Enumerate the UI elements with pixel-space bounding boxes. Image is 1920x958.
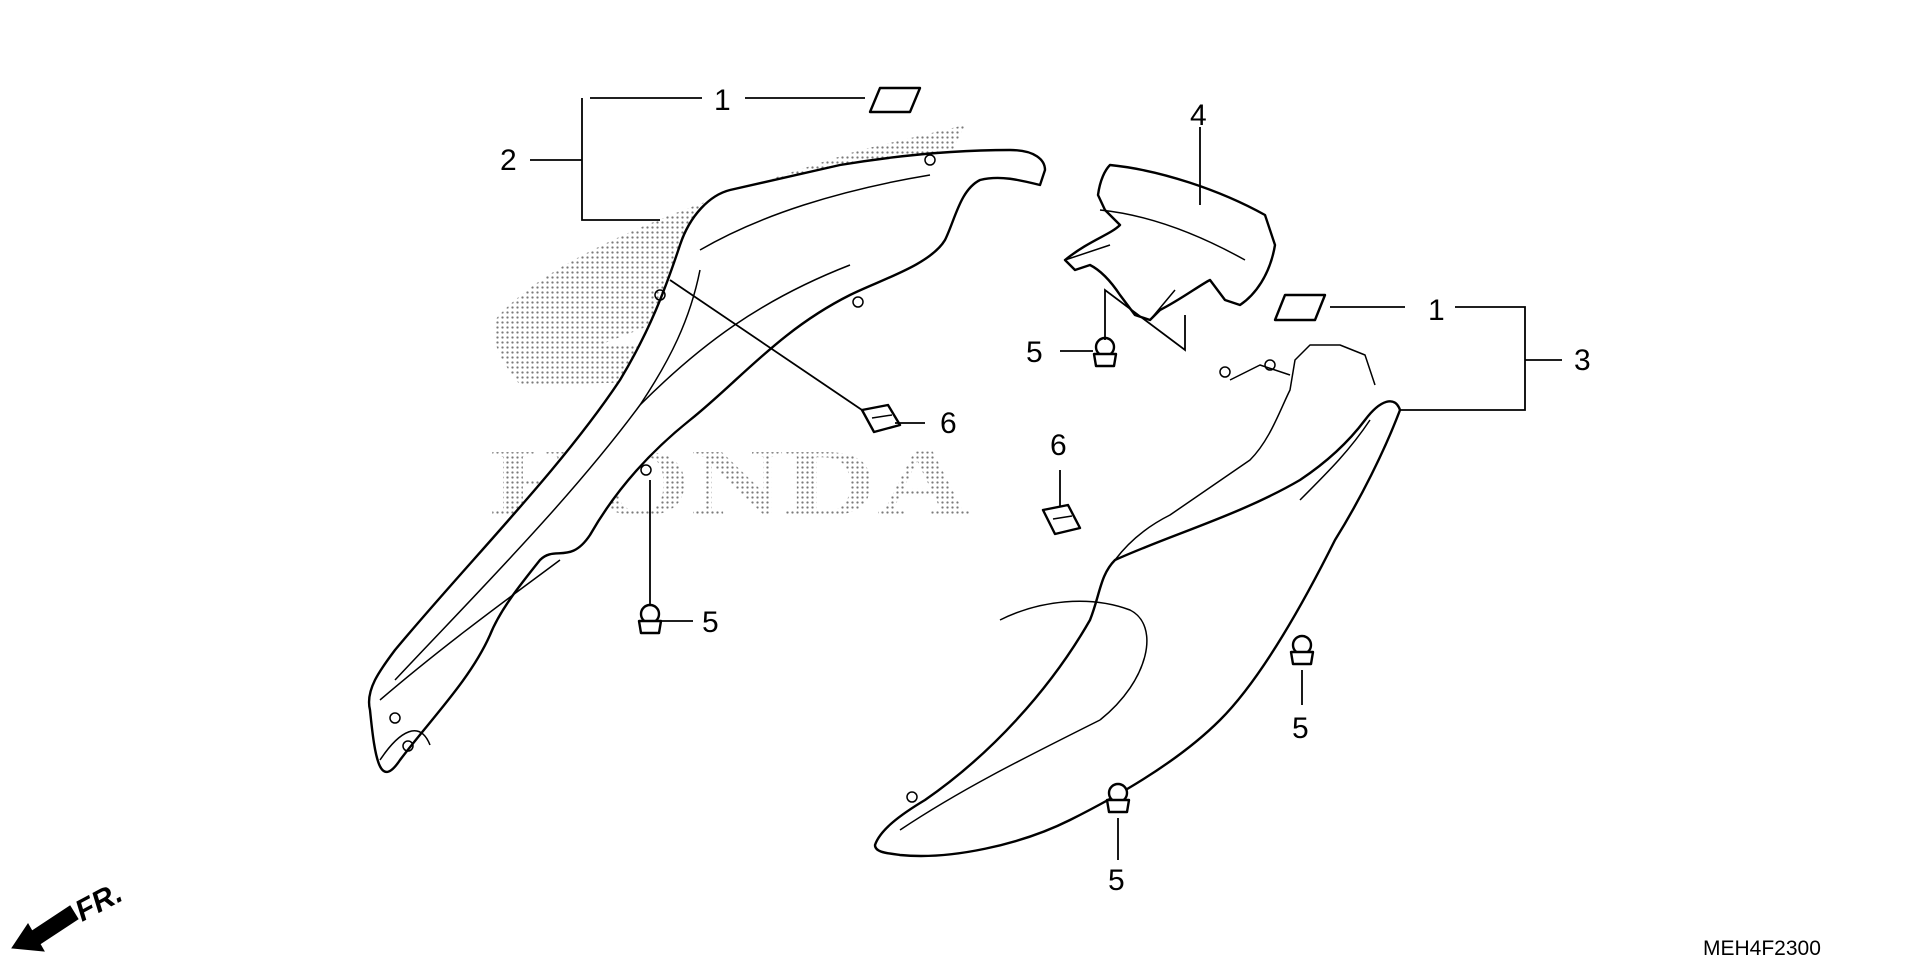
clip-nut-right <box>1041 503 1082 536</box>
callout-5-left: 5 <box>702 606 719 639</box>
emblem-sticker-right <box>1273 293 1327 322</box>
callout-3: 3 <box>1574 344 1591 377</box>
clip-nut-left <box>860 403 902 434</box>
callout-6-left: 6 <box>940 407 957 440</box>
screw-left <box>637 603 663 635</box>
drawing-code: MEH4F2300 <box>1703 937 1821 958</box>
screw-top <box>1092 336 1118 368</box>
leader-lines <box>530 97 1562 860</box>
front-arrow-icon <box>11 905 79 952</box>
rear-center-cover <box>1063 163 1277 322</box>
screw-bottom <box>1105 782 1131 814</box>
front-indicator-text: FR. <box>70 876 128 928</box>
left-side-cover <box>367 148 1047 774</box>
callout-5-right: 5 <box>1292 712 1309 745</box>
callout-labels: 1 2 4 1 3 5 6 6 5 5 5 <box>500 84 1591 897</box>
callout-1-left: 1 <box>714 84 731 117</box>
screw-right <box>1289 634 1315 666</box>
callout-4: 4 <box>1190 99 1207 132</box>
front-indicator: FR. <box>11 876 128 952</box>
callout-5-top: 5 <box>1026 336 1043 369</box>
callout-5-bottom: 5 <box>1108 864 1125 897</box>
callout-6-right: 6 <box>1050 429 1067 462</box>
callout-2: 2 <box>500 144 517 177</box>
callout-1-right: 1 <box>1428 294 1445 327</box>
emblem-sticker-left <box>868 86 922 114</box>
right-side-cover <box>873 344 1402 858</box>
